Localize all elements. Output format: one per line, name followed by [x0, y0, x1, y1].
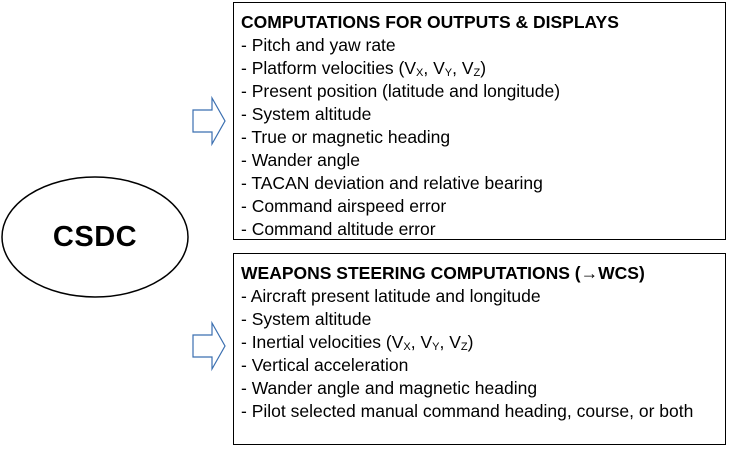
weapons-item-wander-magnetic: - Wander angle and magnetic heading [241, 378, 538, 398]
arrow-to-outputs-icon [192, 95, 226, 147]
weapons-item-pilot-selected: - Pilot selected manual command heading,… [241, 401, 694, 421]
weapons-item-inertial-velocities: - Inertial velocities (VX, VY, VZ) [241, 332, 474, 353]
weapons-item-vertical-acceleration: - Vertical acceleration [241, 355, 409, 375]
outputs-item-wander-angle: - Wander angle [241, 150, 360, 170]
outputs-item-platform-velocities: - Platform velocities (VX, VY, VZ) [241, 58, 487, 79]
outputs-box-title: COMPUTATIONS FOR OUTPUTS & DISPLAYS [241, 12, 619, 32]
outputs-displays-box: COMPUTATIONS FOR OUTPUTS & DISPLAYS - Pi… [233, 2, 726, 240]
outputs-item-altitude-error: - Command altitude error [241, 219, 436, 239]
csdc-ellipse [1, 176, 189, 298]
weapons-item-present-lat-long: - Aircraft present latitude and longitud… [241, 286, 541, 306]
weapons-item-system-altitude: - System altitude [241, 309, 372, 329]
outputs-item-pitch-yaw: - Pitch and yaw rate [241, 35, 396, 55]
outputs-item-system-altitude: - System altitude [241, 104, 372, 124]
csdc-label: CSDC [52, 221, 138, 253]
outputs-item-present-position: - Present position (latitude and longitu… [241, 81, 561, 101]
arrow-to-weapons-icon [192, 320, 226, 372]
weapons-box-title: WEAPONS STEERING COMPUTATIONS (→WCS) [241, 263, 645, 283]
outputs-item-heading: - True or magnetic heading [241, 127, 451, 147]
weapons-steering-box: WEAPONS STEERING COMPUTATIONS (→WCS) - A… [233, 253, 726, 445]
outputs-item-tacan: - TACAN deviation and relative bearing [241, 173, 543, 193]
outputs-item-airspeed-error: - Command airspeed error [241, 196, 447, 216]
